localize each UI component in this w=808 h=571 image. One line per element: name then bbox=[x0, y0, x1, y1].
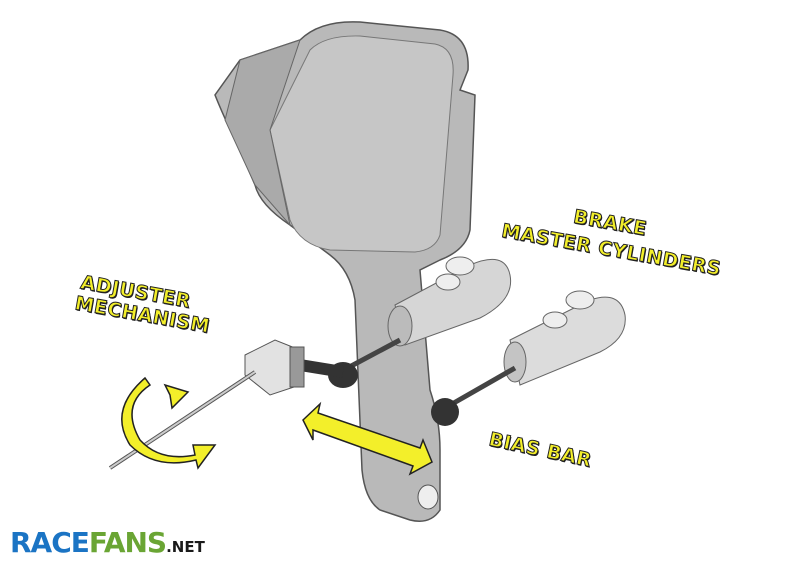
adjuster-mechanism bbox=[108, 339, 305, 470]
upper-master-cylinder bbox=[387, 256, 512, 347]
pedal-pivot bbox=[417, 484, 439, 510]
bias-bar-right-rod-end bbox=[431, 398, 459, 426]
rotation-arrow-icon bbox=[121, 376, 217, 470]
bias-adjust-double-arrow-icon bbox=[302, 401, 433, 476]
lower-master-cylinder bbox=[503, 290, 626, 386]
racefans-logo: RACEFANS.NET bbox=[10, 526, 205, 559]
